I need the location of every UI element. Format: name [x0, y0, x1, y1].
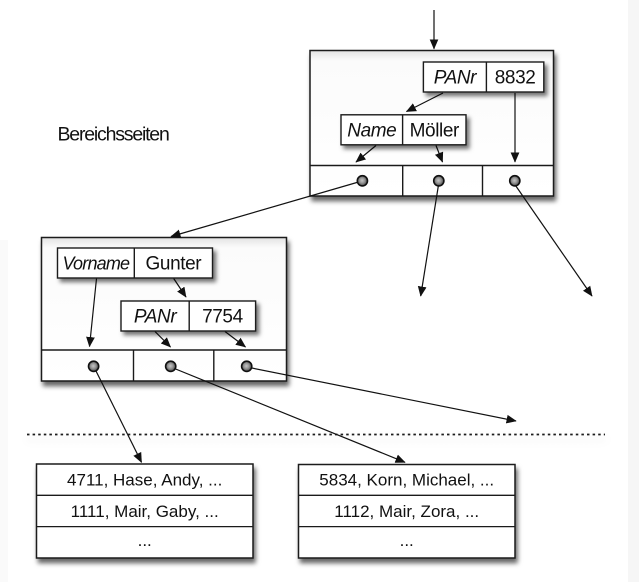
svg-text:5834, Korn, Michael, ...: 5834, Korn, Michael, ...: [319, 471, 494, 490]
svg-text:Bereichsseiten: Bereichsseiten: [58, 124, 169, 146]
svg-text:Name: Name: [347, 120, 396, 141]
svg-text:4711, Hase, Andy, ...: 4711, Hase, Andy, ...: [67, 471, 222, 490]
svg-text:8832: 8832: [495, 68, 536, 89]
svg-text:...: ...: [400, 531, 414, 550]
svg-text:1111, Mair, Gaby, ...: 1111, Mair, Gaby, ...: [71, 502, 219, 521]
svg-text:PANr: PANr: [134, 307, 177, 328]
svg-text:PANr: PANr: [434, 68, 477, 89]
svg-text:Möller: Möller: [410, 120, 460, 141]
svg-text:7754: 7754: [202, 307, 244, 328]
svg-text:1112, Mair, Zora, ...: 1112, Mair, Zora, ...: [334, 502, 479, 521]
svg-text:Vorname: Vorname: [63, 254, 131, 274]
svg-text:...: ...: [138, 531, 152, 550]
svg-text:Gunter: Gunter: [146, 254, 203, 275]
